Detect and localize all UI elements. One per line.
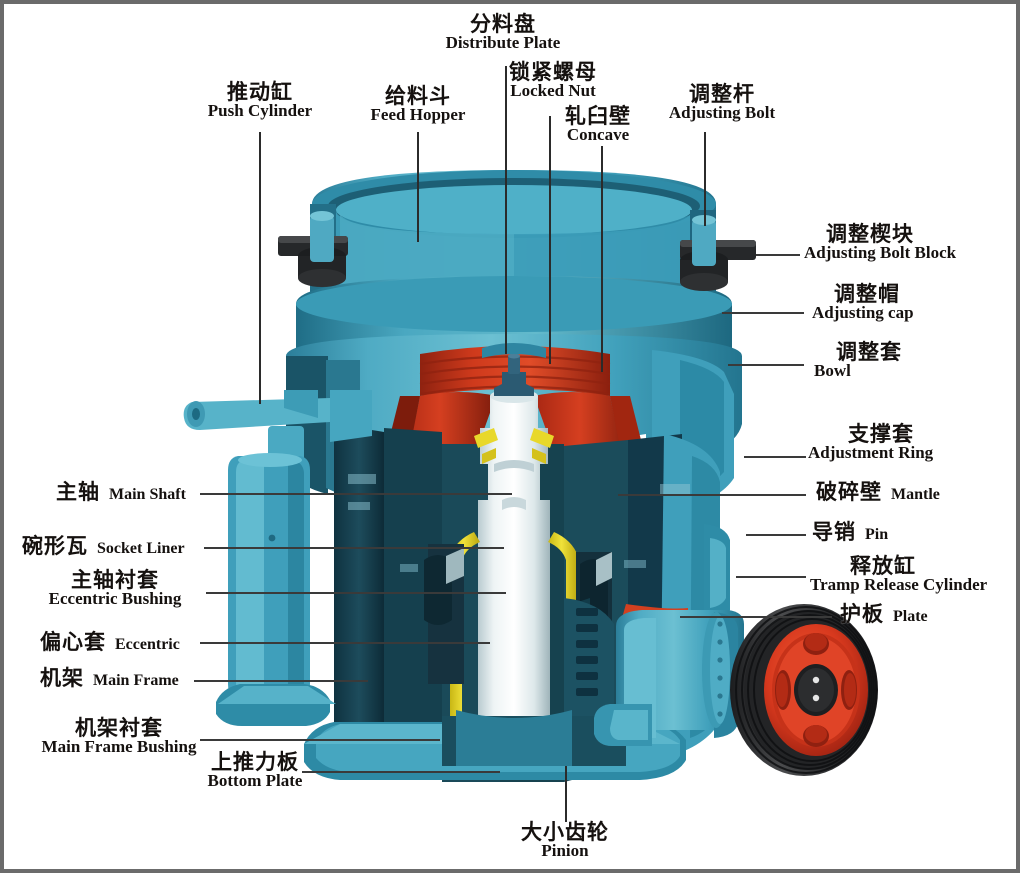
label-pin: 导销 Pin	[812, 522, 888, 543]
label-distribute-plate-cn: 分料盘	[470, 12, 536, 36]
label-adjusting-bolt-cn: 调整杆	[689, 82, 755, 106]
label-push-cylinder-en: Push Cylinder	[207, 101, 313, 120]
label-feed-hopper-cn: 给料斗	[385, 84, 451, 108]
leader-eccentric-bushing	[206, 592, 506, 594]
label-bowl-cn: 调整套	[836, 340, 902, 364]
label-socket-liner-cn: 碗形瓦	[22, 534, 88, 558]
label-bottom-plate: 上推力板 Bottom Plate	[190, 750, 320, 790]
label-adjustment-ring-cn: 支撑套	[848, 422, 914, 446]
label-adjusting-bolt-en: Adjusting Bolt	[668, 103, 776, 122]
leader-socket-liner	[204, 547, 504, 549]
label-main-frame-cn: 机架	[40, 666, 84, 690]
leader-adjusting-bolt	[704, 132, 706, 226]
label-eccentric-cn: 偏心套	[40, 630, 106, 654]
label-adjusting-cap-en: Adjusting cap	[812, 303, 914, 322]
label-main-shaft: 主轴 Main Shaft	[56, 482, 186, 503]
leader-adjustment-ring	[744, 456, 806, 458]
label-mantle-en: Mantle	[891, 486, 940, 503]
label-adjusting-cap-cn: 调整帽	[834, 282, 900, 306]
leader-main-frame	[194, 680, 368, 682]
label-main-frame-bushing-cn: 机架衬套	[75, 716, 163, 740]
label-eccentric-bushing-cn: 主轴衬套	[71, 568, 159, 592]
label-eccentric-en: Eccentric	[115, 636, 180, 653]
label-concave: 轧臼壁 Concave	[556, 104, 640, 144]
label-push-cylinder-cn: 推动缸	[227, 80, 293, 104]
label-plate-cn: 护板	[840, 602, 884, 626]
label-eccentric-bushing: 主轴衬套 Eccentric Bushing	[26, 568, 204, 608]
label-bowl: 调整套 Bowl	[814, 340, 902, 380]
label-plate-en: Plate	[893, 608, 928, 625]
label-locked-nut-cn: 锁紧螺母	[509, 60, 597, 84]
leader-pin	[746, 534, 806, 536]
label-main-frame: 机架 Main Frame	[40, 668, 179, 689]
label-concave-cn: 轧臼壁	[565, 104, 631, 128]
label-locked-nut-en: Locked Nut	[510, 81, 596, 100]
label-bottom-plate-cn: 上推力板	[211, 750, 299, 774]
leader-adjusting-bolt-block	[756, 254, 800, 256]
leader-plate	[680, 616, 832, 618]
label-eccentric: 偏心套 Eccentric	[40, 632, 180, 653]
label-adjusting-bolt: 调整杆 Adjusting Bolt	[659, 82, 785, 122]
label-adjustment-ring-en: Adjustment Ring	[808, 443, 934, 462]
label-mantle: 破碎壁 Mantle	[816, 482, 940, 503]
label-push-cylinder: 推动缸 Push Cylinder	[200, 80, 320, 120]
label-feed-hopper: 给料斗 Feed Hopper	[359, 84, 477, 124]
label-main-shaft-cn: 主轴	[56, 480, 100, 504]
label-plate: 护板 Plate	[840, 604, 928, 625]
label-socket-liner-en: Socket Liner	[97, 540, 185, 557]
label-pin-en: Pin	[865, 526, 889, 543]
label-distribute-plate: 分料盘 Distribute Plate	[438, 12, 568, 52]
leader-bowl	[728, 364, 804, 366]
label-eccentric-bushing-en: Eccentric Bushing	[48, 589, 182, 608]
leader-bottom-plate	[302, 771, 500, 773]
label-adjusting-bolt-block-cn: 调整楔块	[826, 222, 914, 246]
label-bottom-plate-en: Bottom Plate	[207, 771, 303, 790]
label-socket-liner: 碗形瓦 Socket Liner	[22, 536, 185, 557]
leader-feed-hopper	[417, 132, 419, 242]
leader-eccentric	[200, 642, 490, 644]
diagram-stage: 推动缸 Push Cylinder 给料斗 Feed Hopper 分料盘 Di…	[4, 4, 1016, 869]
leader-mantle	[618, 494, 806, 496]
label-main-frame-bushing-en: Main Frame Bushing	[41, 737, 197, 756]
label-tramp-release-cylinder-en: Tramp Release Cylinder	[810, 575, 988, 594]
leader-tramp-release	[736, 576, 806, 578]
label-pin-cn: 导销	[812, 520, 856, 544]
label-pinion-cn: 大小齿轮	[521, 820, 609, 844]
label-bowl-en: Bowl	[814, 361, 851, 380]
label-main-frame-en: Main Frame	[93, 672, 179, 689]
leader-push-cylinder	[259, 132, 261, 404]
leader-distribute-plate	[505, 66, 507, 354]
label-adjusting-cap: 调整帽 Adjusting cap	[812, 282, 914, 322]
label-pinion: 大小齿轮 Pinion	[502, 820, 628, 860]
label-pinion-en: Pinion	[541, 841, 589, 860]
label-adjusting-bolt-block-en: Adjusting Bolt Block	[804, 243, 957, 262]
label-main-frame-bushing: 机架衬套 Main Frame Bushing	[30, 716, 208, 756]
leader-adjusting-cap	[722, 312, 804, 314]
cone-crusher-illustration	[183, 170, 878, 782]
label-tramp-release-cylinder-cn: 释放缸	[850, 554, 916, 578]
label-concave-en: Concave	[566, 125, 630, 144]
label-feed-hopper-en: Feed Hopper	[370, 105, 466, 124]
label-adjusting-bolt-block: 调整楔块 Adjusting Bolt Block	[804, 222, 957, 262]
label-main-shaft-en: Main Shaft	[109, 486, 186, 503]
leader-concave	[601, 146, 603, 372]
leader-main-frame-bushing	[200, 739, 440, 741]
leader-main-shaft	[200, 493, 512, 495]
label-locked-nut: 锁紧螺母 Locked Nut	[504, 60, 602, 100]
leader-locked-nut	[549, 116, 551, 364]
label-adjustment-ring: 支撑套 Adjustment Ring	[808, 422, 934, 462]
label-distribute-plate-en: Distribute Plate	[445, 33, 561, 52]
label-tramp-release-cylinder: 释放缸 Tramp Release Cylinder	[810, 554, 988, 594]
label-mantle-cn: 破碎壁	[816, 480, 882, 504]
leader-pinion	[565, 766, 567, 822]
